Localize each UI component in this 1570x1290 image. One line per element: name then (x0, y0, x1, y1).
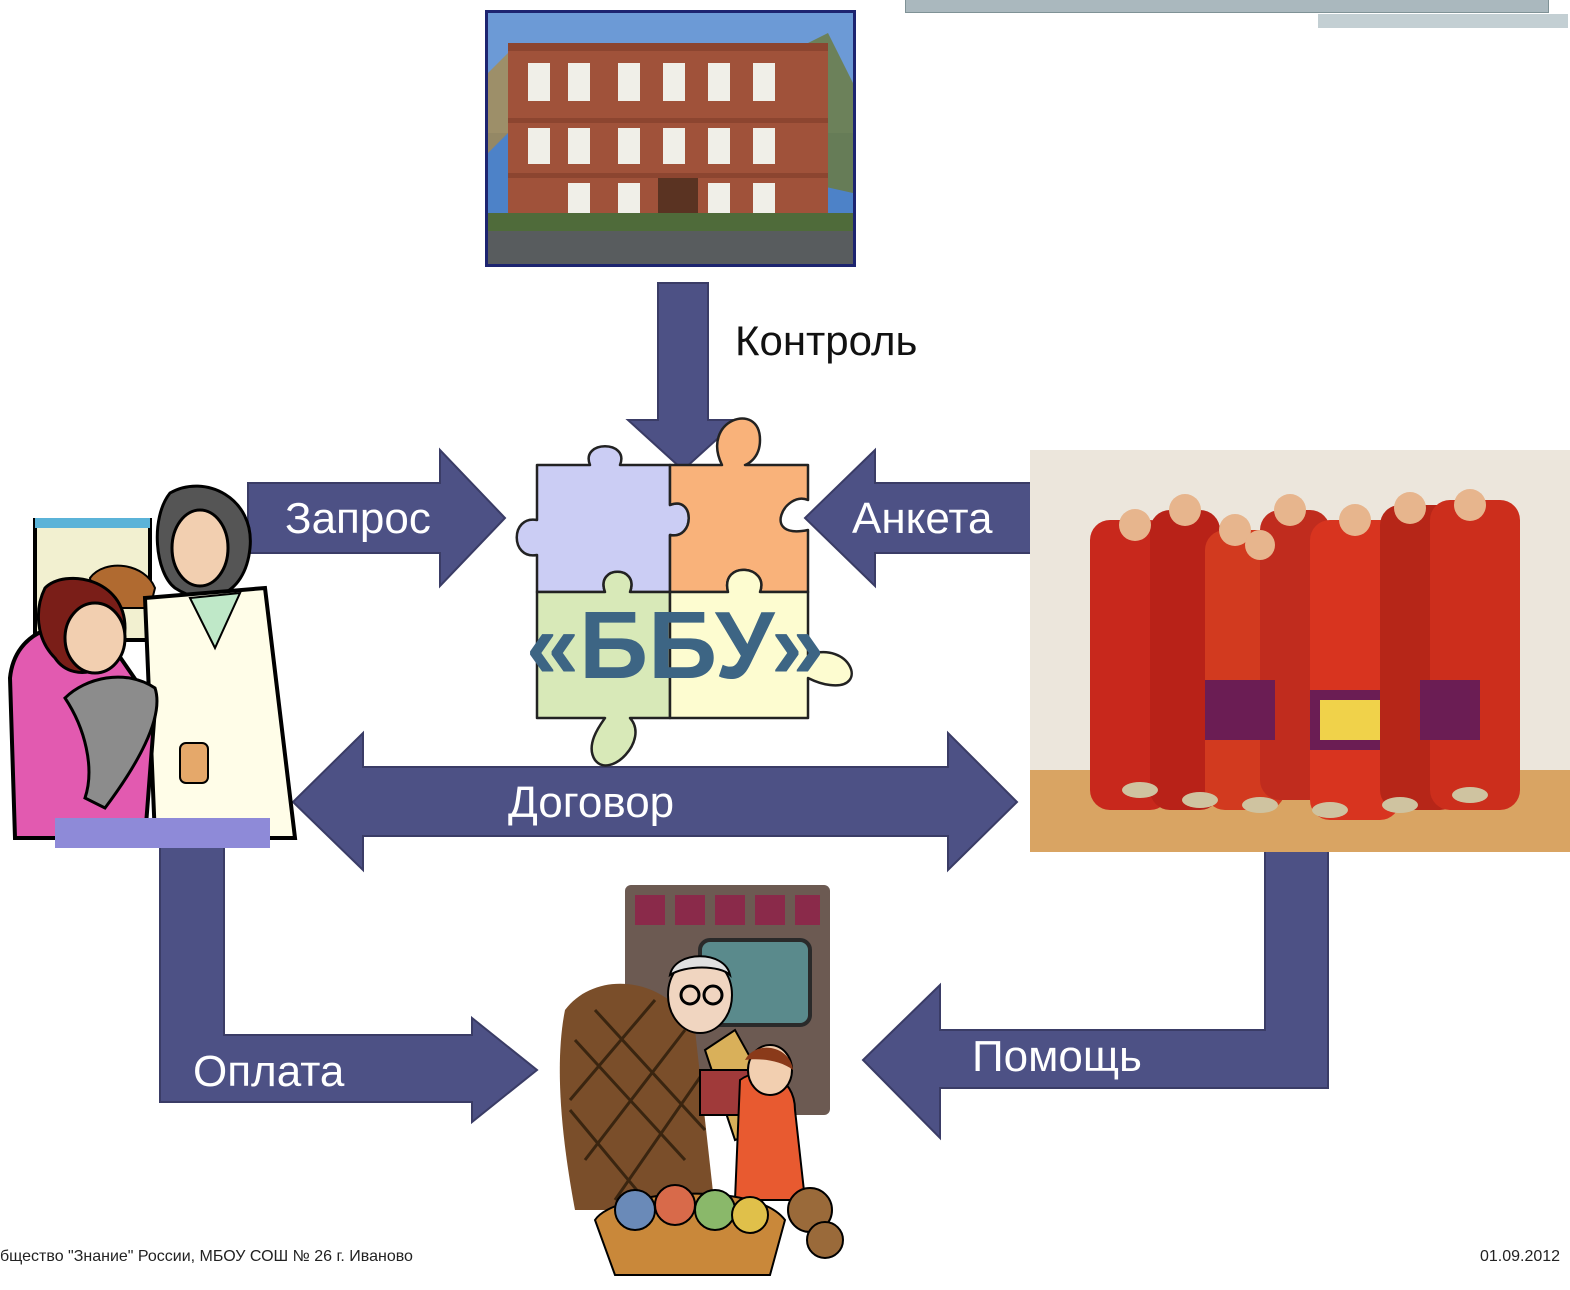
puzzle-piece-orange (668, 417, 810, 594)
help-arrow (861, 831, 1329, 1141)
request-arrow (247, 447, 507, 589)
contract-arrow (291, 730, 1019, 873)
center-label: «ББУ» (525, 592, 825, 699)
title-bar (905, 0, 1549, 13)
title-bar-shadow (1318, 14, 1568, 28)
survey-arrow (803, 447, 1039, 589)
school-building-photo (485, 10, 856, 267)
payment-arrow (159, 837, 539, 1125)
grandmother-knitting-clipart (555, 880, 855, 1285)
puzzle-piece-cream (668, 568, 853, 720)
veterinarian-clipart (5, 478, 305, 848)
folk-choir-photo (1030, 450, 1570, 852)
control-label: Контроль (735, 317, 918, 364)
footer-left: бщество "Знание" России, МБОУ СОШ № 26 г… (0, 1248, 413, 1265)
survey-label: Анкета (852, 494, 993, 543)
payment-label: Оплата (193, 1047, 345, 1096)
puzzle-piece-green (535, 570, 672, 767)
help-label: Помощь (972, 1032, 1142, 1081)
footer-date: 01.09.2012 (1480, 1248, 1561, 1265)
control-arrow (625, 282, 741, 472)
puzzle-piece-lavender (515, 445, 690, 594)
request-label: Запрос (285, 494, 431, 543)
contract-label: Договор (508, 778, 675, 827)
